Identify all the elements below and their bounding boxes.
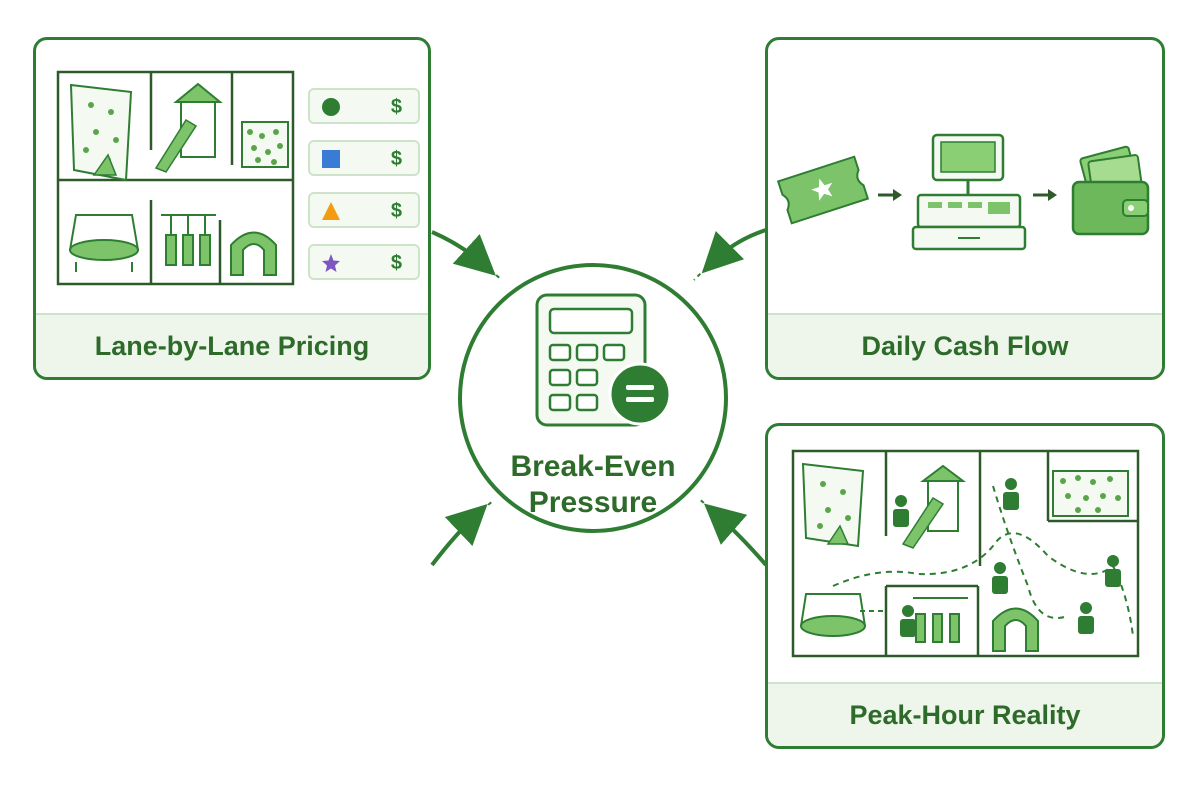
peak-hour-title: Peak-Hour Reality	[768, 682, 1162, 746]
person-icon	[893, 495, 909, 527]
person-icon	[992, 562, 1008, 594]
flow-arrow-icon	[1033, 189, 1057, 201]
ball-pit-icon	[241, 121, 289, 168]
hanging-bags-icon	[161, 214, 216, 266]
slide-tower-icon	[154, 82, 223, 173]
person-icon	[1003, 478, 1019, 510]
legend-price: $	[390, 200, 402, 222]
hub-title-line1: Break-Even	[510, 450, 676, 483]
play-area-floorplan	[56, 70, 295, 286]
cash-flow-illustration	[776, 133, 1150, 251]
arrow-dash-pricing	[489, 269, 503, 281]
cash-register-icon	[911, 133, 1027, 251]
arrow-dash-cash	[693, 267, 707, 281]
equals-icon	[608, 362, 672, 426]
star-marker-icon	[322, 254, 340, 272]
visitor-path-2	[992, 485, 1069, 619]
ticket-icon	[776, 155, 870, 225]
pricing-panel: $ $ $ $ Lane-by-Lane Pricing	[33, 37, 431, 380]
legend-price: $	[390, 96, 402, 118]
legend-row-triangle: $	[308, 192, 420, 228]
person-icon	[900, 605, 916, 637]
circle-marker-icon	[322, 98, 340, 116]
arrow-from-left	[430, 503, 488, 567]
climbing-wall-icon	[801, 462, 865, 548]
slide-tower-icon	[901, 464, 966, 549]
ball-pit-icon	[1052, 470, 1129, 517]
tunnel-arch-icon	[230, 231, 277, 276]
arrow-dash-left	[481, 499, 495, 511]
legend-row-circle: $	[308, 88, 420, 124]
triangle-marker-icon	[322, 202, 340, 220]
legend-row-square: $	[308, 140, 420, 176]
trampoline-icon	[800, 593, 866, 637]
flow-arrow-icon	[878, 189, 902, 201]
visitor-icons	[893, 478, 1121, 637]
legend-price: $	[390, 148, 402, 170]
square-marker-icon	[322, 150, 340, 168]
hanging-bags-icon	[913, 597, 968, 643]
peak-hour-panel: Peak-Hour Reality	[765, 423, 1165, 749]
wallet-icon	[1071, 145, 1150, 236]
crowded-floorplan	[791, 449, 1140, 658]
calculator-icon	[535, 293, 672, 427]
break-even-hub: Break-Even Pressure	[458, 263, 728, 533]
person-icon	[1078, 602, 1094, 634]
tunnel-arch-icon	[992, 607, 1039, 652]
climbing-wall-icon	[69, 83, 133, 182]
trampoline-icon	[69, 214, 139, 272]
hub-title-line2: Pressure	[528, 486, 658, 519]
cash-flow-panel: Daily Cash Flow	[765, 37, 1165, 380]
arrow-dash-peak	[697, 497, 711, 509]
person-icon	[1105, 555, 1121, 587]
legend-row-star: $	[308, 244, 420, 280]
hub-title: Break-Even Pressure	[462, 449, 724, 521]
arrow-from-cash	[701, 228, 767, 274]
pricing-title: Lane-by-Lane Pricing	[36, 313, 428, 377]
cash-flow-title: Daily Cash Flow	[768, 313, 1162, 377]
arrow-from-peak	[703, 503, 768, 567]
legend-price: $	[390, 252, 402, 274]
arrow-from-pricing	[431, 230, 496, 276]
